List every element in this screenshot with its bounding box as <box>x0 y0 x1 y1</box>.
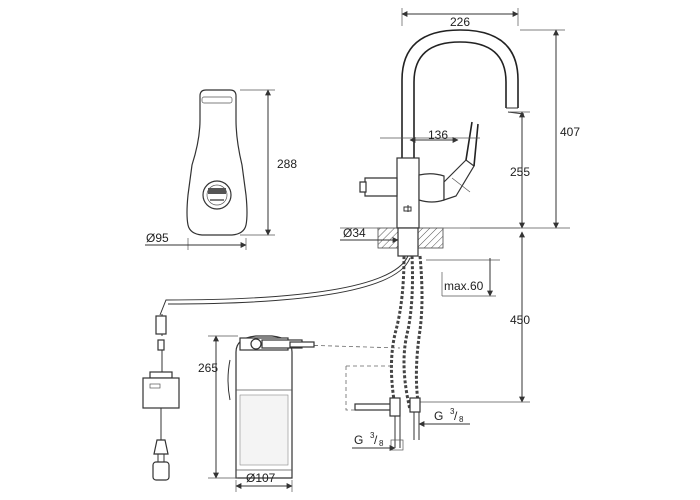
boiler-unit <box>186 89 248 236</box>
boiler-height-label: 288 <box>277 157 297 171</box>
boiler-height-dimension: 288 <box>240 89 297 236</box>
max-thickness-dimension: max.60 <box>426 258 500 297</box>
thread-right-denominator: 8 <box>459 415 464 424</box>
filter-diameter-label: Ø107 <box>246 471 276 485</box>
mount-hole-dimension: Ø34 <box>340 226 399 243</box>
mount-hole-label: Ø34 <box>343 226 366 240</box>
thread-right-slash: / <box>454 409 458 423</box>
spout-reach-label: 226 <box>450 15 470 29</box>
thread-left-label: G <box>354 433 367 447</box>
filter-height-label: 265 <box>198 361 218 375</box>
hose-length-dimension: 450 <box>420 231 530 403</box>
total-height-label: 407 <box>560 125 580 139</box>
boiler-diameter-dimension: Ø95 <box>145 231 247 250</box>
boiler-diameter-label: Ø95 <box>146 231 169 245</box>
thread-right-label: G <box>434 409 447 423</box>
thread-left-slash: / <box>374 433 378 447</box>
filter-cartridge <box>227 335 315 479</box>
thread-left-dimension: G 3 / 8 <box>352 431 396 451</box>
thread-right-dimension: G 3 / 8 <box>418 407 470 427</box>
dashed-connections <box>299 344 401 411</box>
filter-diameter-dimension: Ø107 <box>235 471 293 492</box>
thread-left-denominator: 8 <box>379 439 384 448</box>
spout-height-dimension: 255 <box>510 111 530 229</box>
power-supply <box>142 314 180 481</box>
spout-height-label: 255 <box>510 165 530 179</box>
total-height-dimension: 407 <box>470 29 580 229</box>
max-thickness-label: max.60 <box>444 279 484 293</box>
countertop-section <box>340 227 520 257</box>
lever-offset-label: 136 <box>428 128 448 142</box>
hose-length-label: 450 <box>510 313 530 327</box>
filter-height-dimension: 265 <box>198 335 238 479</box>
spout-reach-dimension: 226 <box>401 8 519 29</box>
supply-hoses <box>159 255 424 411</box>
lever-offset-dimension: 136 <box>380 128 480 143</box>
thread-right-numerator: 3 <box>450 407 455 416</box>
faucet-body <box>359 29 525 229</box>
thread-left-numerator: 3 <box>370 431 375 440</box>
